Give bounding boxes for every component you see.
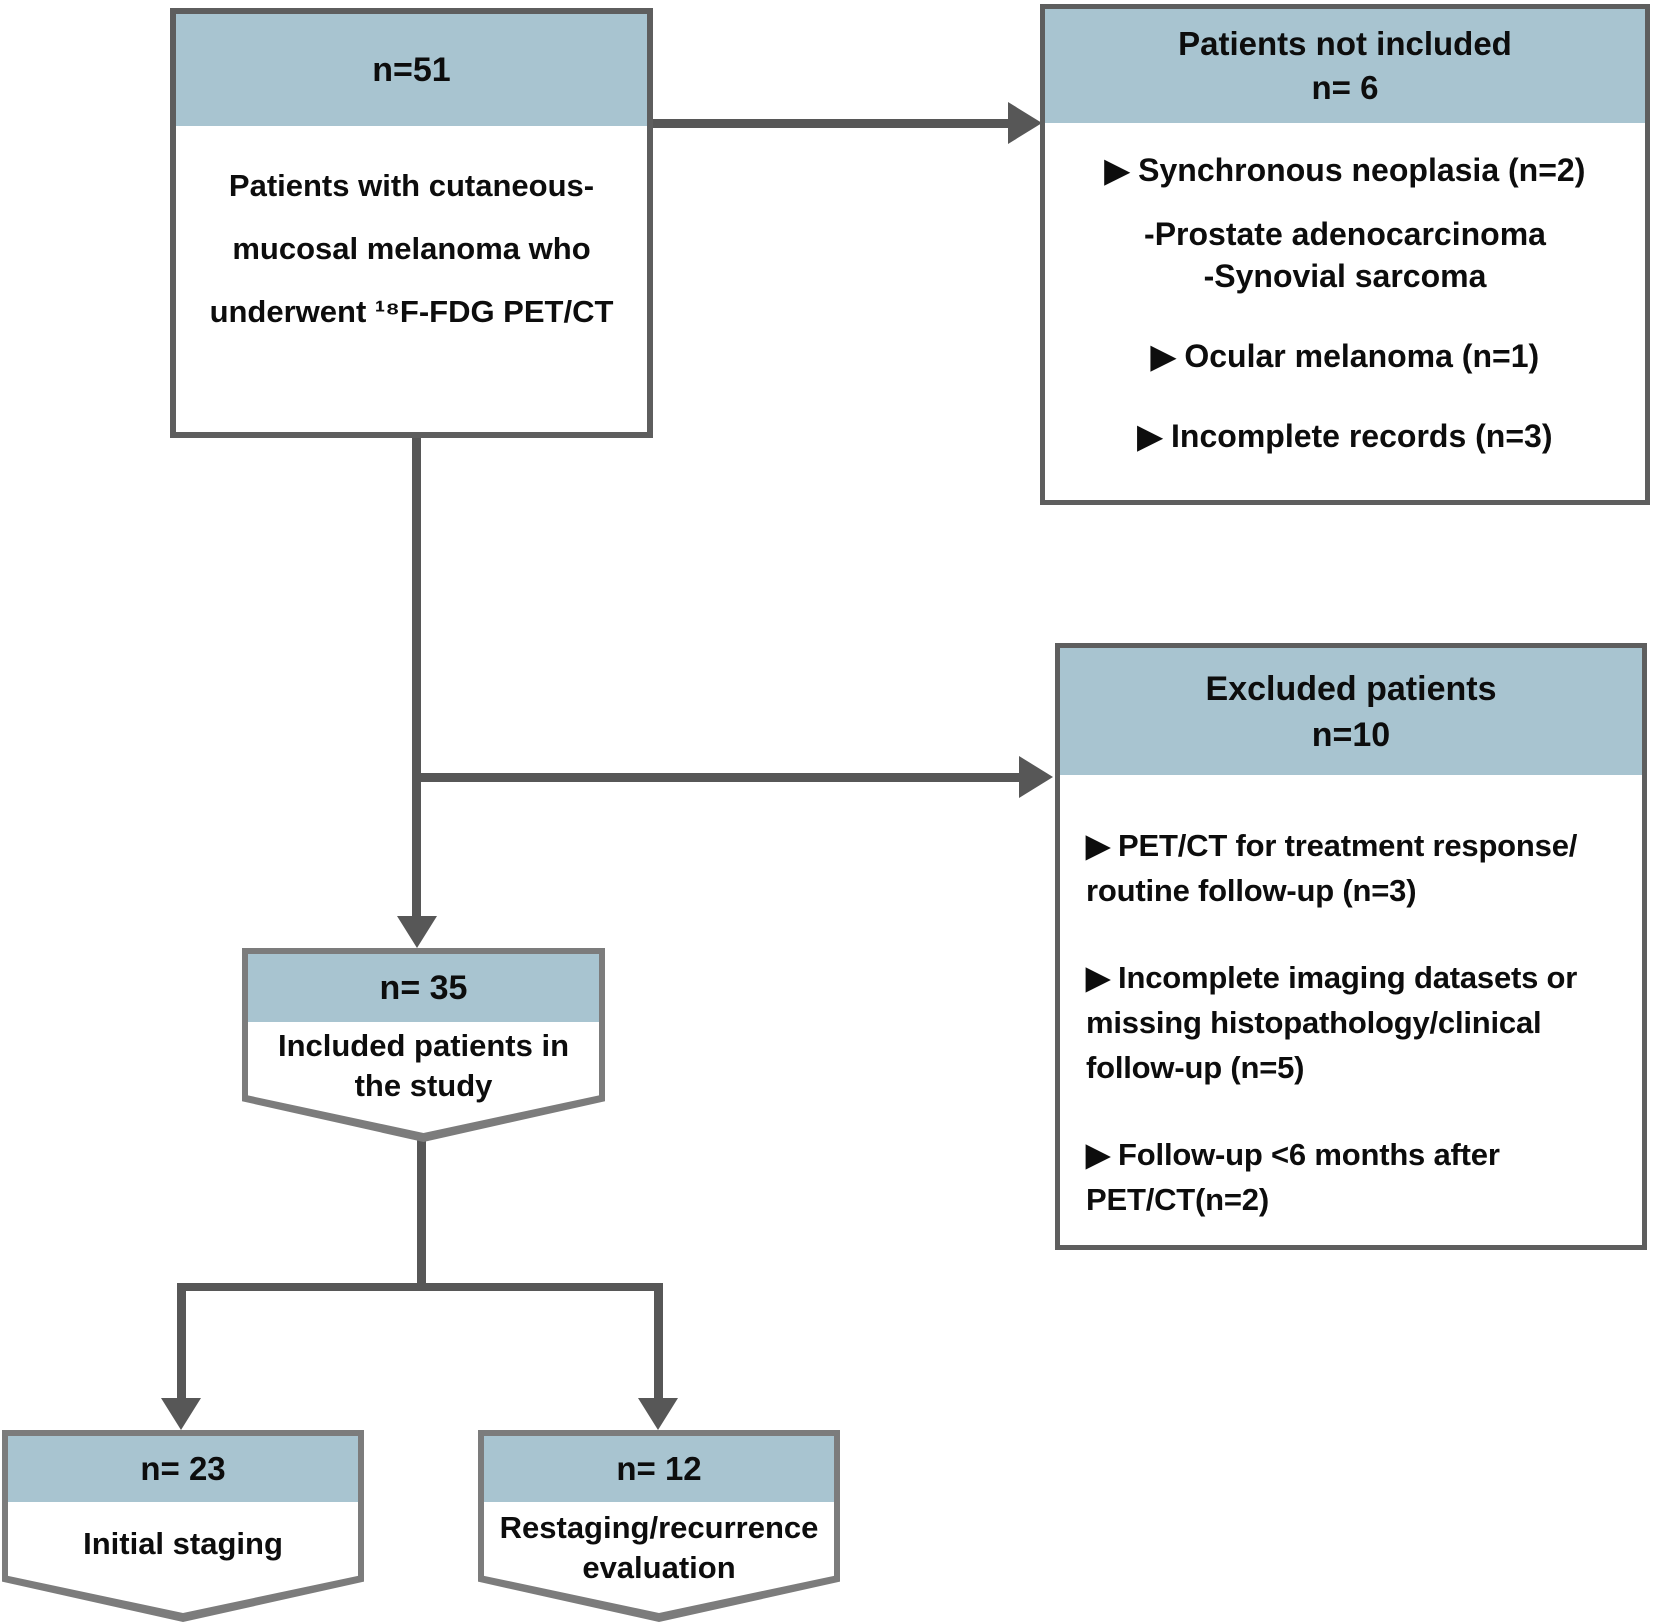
excluded-item-short-followup: ▶ Follow-up <6 months after PET/CT(n=2) [1086,1137,1500,1217]
node-initial-staging-label: Initial staging [83,1526,283,1561]
node-included-count: n= 35 [248,954,599,1022]
pentagon-fill: n= 35 Included patients in the study [248,954,599,1133]
node-not-included: Patients not included n= 6 ▶ Synchronous… [1040,4,1650,505]
connector-branch-bar [177,1283,663,1291]
not-included-item-incomplete-records: ▶ Incomplete records (n=3) [1137,418,1553,454]
connector-cohort-to-not-included [653,119,1008,128]
arrow-down-icon [638,1398,678,1430]
node-initial-staging: n= 23 Initial staging [2,1430,364,1622]
connector-included-down [417,1138,426,1291]
node-cohort-text: Patients with cutaneous- mucosal melanom… [209,168,614,329]
connector-branch-left [177,1283,186,1400]
connector-to-excluded [412,773,1019,782]
node-restaging-label: Restaging/recurrence evaluation [499,1510,819,1585]
arrow-down-icon [161,1398,201,1430]
pentagon-fill: n= 12 Restaging/recurrence evaluation [484,1436,834,1613]
node-not-included-title: Patients not included n= 6 [1045,9,1645,123]
arrow-right-icon [1019,756,1053,798]
node-cohort: n=51 Patients with cutaneous- mucosal me… [170,8,653,438]
arrow-right-icon [1008,102,1042,144]
connector-cohort-down [412,436,421,918]
not-included-subitem-prostate: -Prostate adenocarcinoma [1144,216,1546,252]
node-excluded-title: Excluded patients n=10 [1060,648,1642,775]
node-excluded: Excluded patients n=10 ▶ PET/CT for trea… [1055,643,1647,1250]
pentagon-fill: n= 23 Initial staging [8,1436,358,1613]
node-included: n= 35 Included patients in the study [242,948,605,1142]
excluded-item-treatment-response: ▶ PET/CT for treatment response/ routine… [1086,828,1578,908]
node-cohort-count: n=51 [176,14,647,126]
node-restaging-count: n= 12 [484,1436,834,1502]
excluded-item-incomplete-datasets: ▶ Incomplete imaging datasets or missing… [1086,960,1578,1085]
arrow-down-icon [397,916,437,948]
node-initial-staging-count: n= 23 [8,1436,358,1502]
not-included-item-ocular: ▶ Ocular melanoma (n=1) [1150,338,1540,374]
connector-branch-right [654,1283,663,1400]
node-restaging: n= 12 Restaging/recurrence evaluation [478,1430,840,1622]
not-included-subitem-synovial: -Synovial sarcoma [1203,258,1487,294]
node-included-label: Included patients in the study [277,1028,570,1103]
not-included-item-synchronous: ▶ Synchronous neoplasia (n=2) [1104,152,1586,188]
